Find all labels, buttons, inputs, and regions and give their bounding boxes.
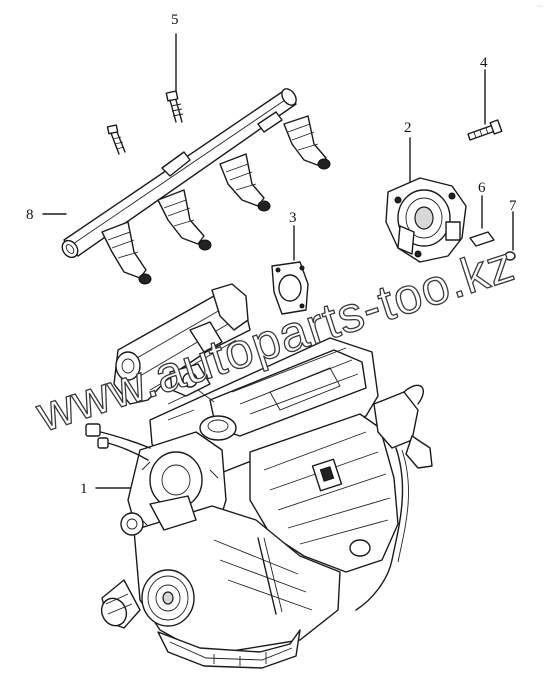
corner-mark: ~- [537, 4, 543, 10]
part-8-fuel-rail [42, 88, 331, 285]
callout-3: 3 [289, 210, 297, 226]
injector [157, 189, 212, 251]
part-1-engine-assembly [85, 283, 433, 669]
callout-2: 2 [404, 120, 412, 136]
injector [219, 153, 271, 212]
callout-6: 6 [478, 180, 486, 196]
callout-7: 7 [509, 198, 517, 214]
part-5-bolt [165, 33, 184, 123]
part-3-gasket [271, 225, 309, 315]
part-7-screw [504, 211, 516, 261]
part-2-throttle-body [385, 137, 467, 263]
callout-4: 4 [480, 55, 488, 71]
injector [101, 221, 152, 285]
part-6-plate [469, 195, 495, 247]
part-4-bolt [467, 69, 503, 141]
callout-1: 1 [80, 481, 88, 497]
callout-5: 5 [171, 12, 179, 28]
injector [283, 115, 331, 170]
rail-bolt [106, 124, 126, 155]
callout-8: 8 [26, 207, 34, 223]
